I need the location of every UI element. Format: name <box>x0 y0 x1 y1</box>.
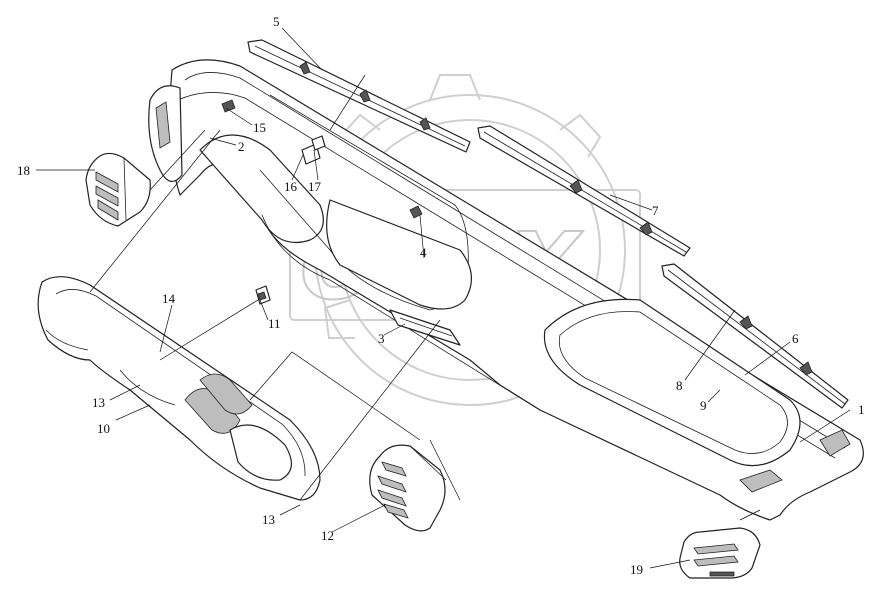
callout-19: 19 <box>630 562 643 577</box>
callout-15: 15 <box>253 120 266 135</box>
part-1-dashboard-panel <box>169 59 864 521</box>
callout-2: 2 <box>238 139 245 154</box>
callout-11: 11 <box>268 316 281 331</box>
callout-10: 10 <box>97 421 110 436</box>
callout-17: 17 <box>308 179 322 194</box>
part-12-air-vent <box>369 444 447 532</box>
callout-18: 18 <box>17 163 30 178</box>
part-7-defrost-strip <box>477 125 691 257</box>
part-4-clip <box>409 205 423 219</box>
callout-13-b: 13 <box>262 512 275 527</box>
callout-4: 4 <box>420 245 427 260</box>
callout-labels: 5 1 2 3 4 6 7 8 9 10 11 12 13 13 14 15 1… <box>17 14 865 577</box>
callout-5: 5 <box>273 14 280 29</box>
callout-12: 12 <box>321 528 334 543</box>
part-6-defrost-strip <box>661 263 849 409</box>
callout-8: 8 <box>676 378 683 393</box>
callout-14: 14 <box>162 291 176 306</box>
part-10-cluster-bezel <box>37 276 321 501</box>
part-2-end-cap <box>148 85 183 182</box>
part-19-air-vent <box>679 527 761 579</box>
part-15-clip <box>221 99 236 113</box>
callout-9: 9 <box>700 398 707 413</box>
callout-16: 16 <box>284 179 298 194</box>
callout-3: 3 <box>378 331 385 346</box>
callout-13-a: 13 <box>92 395 105 410</box>
part-11-clip <box>255 285 271 305</box>
callout-7: 7 <box>652 203 659 218</box>
callout-6: 6 <box>792 331 799 346</box>
part-18-air-vent <box>85 152 151 227</box>
part-3-bracket <box>389 309 461 346</box>
callout-1: 1 <box>858 402 865 417</box>
leader-lines <box>36 27 851 569</box>
part-5-defrost-strip <box>247 39 471 153</box>
